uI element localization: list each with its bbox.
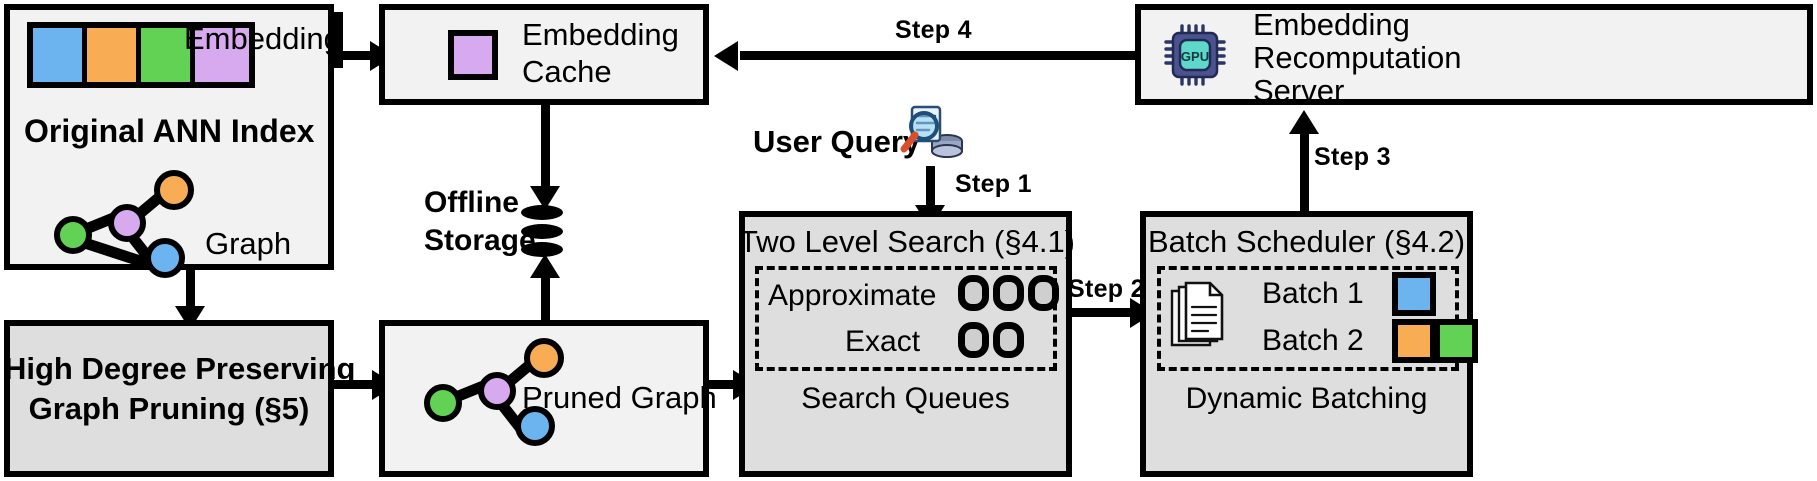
graph-glyph-pruned	[410, 336, 570, 446]
recomputation-server-line3: Server	[1253, 73, 1345, 108]
embedding-label: Embedding	[184, 21, 341, 56]
exact-slot	[993, 322, 1024, 358]
arrow-pruning-to-pruned-line	[334, 380, 376, 389]
block-recomputation-server	[1135, 4, 1813, 105]
batch-1-label: Batch 1	[1262, 277, 1364, 310]
step-3-label: Step 3	[1314, 143, 1391, 171]
graph-glyph-original	[40, 168, 200, 278]
arrow-step3-line	[1300, 128, 1309, 212]
pruned-graph-label: Pruned Graph	[522, 380, 717, 415]
gpu-chip-icon: GPU	[1164, 24, 1226, 86]
graph-node-blue	[145, 238, 185, 278]
batch-2-chip-orange	[1392, 319, 1436, 363]
arrow-pruned-to-search-line	[709, 380, 739, 389]
exact-row-label: Exact	[845, 325, 921, 358]
original-ann-index-title: Original ANN Index	[24, 113, 315, 149]
embedding-chip-orange	[87, 28, 141, 82]
embedding-chip-purple	[195, 28, 249, 82]
graph-node-green	[424, 384, 462, 422]
db-disc	[521, 224, 563, 239]
graph-label: Graph	[205, 226, 292, 261]
graph-pruning-line2: Graph Pruning (§5)	[28, 391, 310, 426]
db-disc	[521, 242, 563, 257]
graph-pruning-line1: High Degree Preserving	[4, 351, 356, 386]
graph-node-purple	[108, 204, 146, 242]
exact-slot	[958, 322, 989, 358]
arrow-index-to-pruning-line	[186, 270, 195, 312]
arrow-step3-head	[1289, 110, 1319, 134]
arrow-pruned-to-storage-line	[541, 270, 550, 320]
batch-2-label: Batch 2	[1262, 324, 1364, 357]
arrow-pruned-to-storage-head	[530, 254, 560, 278]
embedding-cache-line1: Embedding	[522, 17, 679, 52]
svg-text:GPU: GPU	[1181, 49, 1209, 64]
batch-2-chip-green	[1434, 319, 1478, 363]
recomputation-server-line2: Recomputation	[1253, 40, 1462, 75]
two-level-search-title: Two Level Search (§4.1)	[739, 224, 1076, 259]
recomputation-server-line1: Embedding	[1253, 7, 1410, 42]
arrow-cache-to-storage-line	[541, 105, 550, 191]
db-disc	[521, 205, 563, 220]
approximate-slot	[993, 275, 1024, 311]
block-graph-pruning	[4, 320, 334, 477]
batch-1-chip-blue	[1392, 272, 1436, 316]
database-icon	[521, 205, 563, 257]
magnifier-database-icon	[900, 105, 963, 158]
arrow-index-to-cache-line	[334, 51, 374, 60]
embedding-cache-line2: Cache	[522, 54, 612, 89]
block-embedding-cache	[379, 4, 709, 105]
batch-scheduler-title: Batch Scheduler (§4.2)	[1147, 224, 1466, 259]
step-1-label: Step 1	[955, 170, 1032, 198]
step-4-label: Step 4	[895, 16, 972, 44]
user-query-label: User Query	[753, 124, 921, 159]
approximate-slot	[958, 275, 989, 311]
embedding-chip-blue	[33, 28, 87, 82]
graph-node-green	[54, 216, 92, 254]
arrow-index-to-cache-stub	[334, 12, 343, 68]
graph-node-blue	[515, 406, 555, 446]
graph-node-orange	[524, 338, 564, 378]
graph-node-orange	[154, 170, 194, 210]
arrow-step4-head	[714, 41, 738, 71]
dynamic-batching-footer: Dynamic Batching	[1185, 382, 1428, 415]
graph-node-purple	[478, 372, 516, 410]
approximate-slot	[1028, 275, 1059, 311]
dynamic-batching-dashed-region	[1157, 266, 1459, 371]
embedding-chip-green	[141, 28, 195, 82]
documents-icon	[1170, 281, 1224, 347]
arrow-step2-line	[1072, 308, 1135, 317]
approximate-row-label: Approximate	[768, 279, 937, 312]
search-queues-dashed-region	[755, 266, 1057, 371]
embedding-square-icon	[448, 30, 498, 80]
embedding-strip-icon	[27, 22, 255, 88]
offline-storage-line1: Offline	[424, 186, 519, 219]
arrow-step1-line	[926, 166, 935, 210]
search-queues-footer: Search Queues	[801, 382, 1010, 415]
offline-storage-line2: Storage	[424, 224, 536, 257]
arrow-step4-line	[740, 51, 1136, 60]
step-2-label: Step 2	[1068, 275, 1145, 303]
